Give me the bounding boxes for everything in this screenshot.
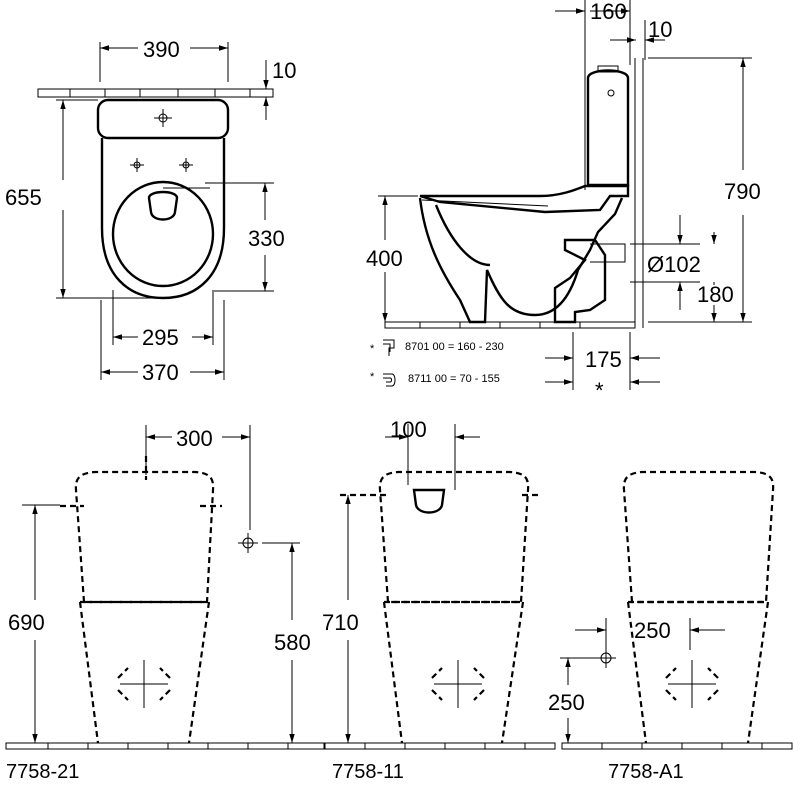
drain-center-icon	[665, 660, 719, 708]
note-star: *	[370, 371, 375, 383]
flush-plate-icon	[412, 488, 446, 514]
bowl-outline	[626, 600, 770, 744]
dim-inlet: 250	[548, 690, 585, 715]
dim-offset: 100	[390, 417, 427, 442]
dim-seat-height: 400	[366, 246, 403, 271]
cistern-outline	[74, 470, 215, 604]
front-view-7758-A1: 250 250 7758-A1	[548, 470, 793, 783]
dim-outlet-diameter: Ø102	[647, 252, 701, 277]
fixing-point-icon	[130, 158, 144, 172]
cistern-outline	[586, 69, 630, 187]
dim-offset: 300	[176, 426, 213, 451]
front-view-7758-11: 100 710 7758-11	[322, 417, 556, 783]
floor-strip	[5, 742, 325, 750]
p-trap-icon	[383, 373, 396, 387]
dim-base: 370	[142, 360, 179, 385]
dim-cistern-gap: 10	[648, 17, 672, 42]
bowl-outline	[100, 138, 226, 300]
cistern-outline	[622, 470, 775, 604]
dim-outlet-distance: 175	[585, 347, 622, 372]
front-view-7758-21: 300 690 580 7758-21	[5, 425, 325, 783]
dim-inlet: 580	[274, 630, 311, 655]
floor-strip	[324, 742, 556, 750]
bowl-outline	[418, 197, 624, 324]
floor-strip	[561, 742, 793, 750]
model-label: 7758-21	[6, 761, 79, 783]
dim-bowl: 330	[248, 226, 285, 251]
floor-strip	[384, 321, 636, 329]
dim-width: 390	[143, 37, 180, 62]
seat-outline	[419, 184, 630, 214]
drain-center-icon	[431, 660, 485, 708]
flush-button-icon	[154, 109, 172, 127]
dim-height: 710	[322, 610, 359, 635]
model-label: 7758-11	[332, 761, 404, 783]
note-1: 8701 00 = 160 - 230	[405, 341, 504, 353]
dim-outlet-height: 180	[697, 282, 734, 307]
dim-cistern-top: 160	[590, 0, 627, 24]
model-label: 7758-A1	[608, 761, 684, 783]
cistern-outline	[96, 98, 230, 140]
s-trap-icon	[383, 339, 395, 356]
dim-offset: 250	[634, 618, 671, 643]
cistern-outline	[378, 470, 530, 604]
note-star: *	[370, 343, 375, 355]
fixing-point-icon	[179, 158, 193, 172]
outlet-pipe	[553, 238, 607, 324]
drain-center-icon	[117, 660, 171, 708]
dim-depth: 655	[5, 185, 42, 210]
water-inlet-icon	[596, 648, 616, 668]
seat-outline	[111, 180, 215, 288]
bowl-outline	[382, 600, 525, 744]
dim-total-height: 790	[724, 179, 761, 204]
asterisk: *	[595, 378, 604, 403]
top-view: 390 10 655 330 295 370	[5, 37, 296, 385]
water-inlet-icon	[238, 533, 258, 553]
dim-wall-gap: 10	[272, 58, 296, 83]
seat-lid-handle	[147, 190, 179, 221]
bowl-outline	[78, 600, 211, 744]
wall-strip	[37, 88, 274, 98]
dim-height: 690	[8, 610, 45, 635]
note-2: 8711 00 = 70 - 155	[408, 373, 500, 385]
side-view: 160 10 790 400 Ø102 180 175	[366, 0, 761, 403]
dim-seat: 295	[142, 325, 179, 350]
